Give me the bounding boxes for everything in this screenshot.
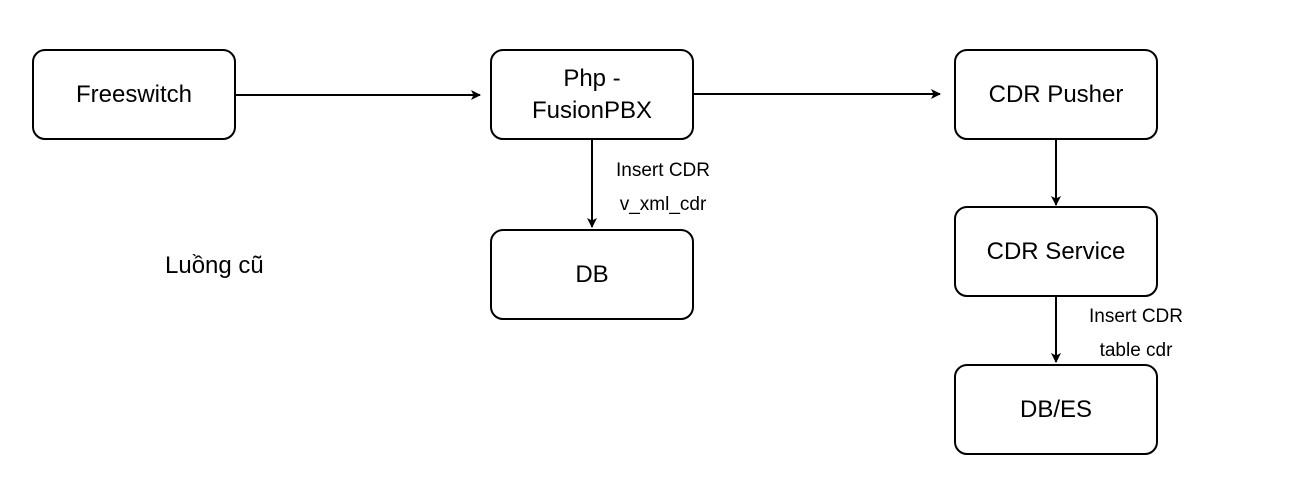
edge-label-service-to-db-es: Insert CDR table cdr	[1076, 300, 1196, 368]
node-php-fusionpbx-label: Php - FusionPBX	[532, 63, 652, 127]
node-freeswitch[interactable]: Freeswitch	[32, 49, 236, 140]
edge-label-php-to-db: Insert CDR v_xml_cdr	[603, 154, 723, 222]
node-db-es[interactable]: DB/ES	[954, 364, 1158, 455]
node-freeswitch-label: Freeswitch	[75, 80, 193, 108]
edge-label-php-to-db-line1: Insert CDR	[616, 160, 710, 181]
node-db[interactable]: DB	[490, 229, 694, 320]
node-php-fusionpbx-label-line2: FusionPBX	[531, 96, 653, 124]
edge-label-service-to-db-es-line2: table cdr	[1099, 340, 1173, 361]
node-php-fusionpbx-label-line1: Php -	[563, 64, 621, 92]
node-cdr-service[interactable]: CDR Service	[954, 206, 1158, 297]
node-db-label: DB	[575, 260, 609, 288]
node-db-es-label: DB/ES	[1019, 395, 1093, 423]
node-cdr-pusher[interactable]: CDR Pusher	[954, 49, 1158, 140]
node-cdr-service-label: CDR Service	[986, 237, 1126, 265]
edge-label-php-to-db-line2: v_xml_cdr	[619, 194, 707, 215]
legacy-flow-note: Luồng cũ	[165, 252, 264, 279]
node-php-fusionpbx[interactable]: Php - FusionPBX	[490, 49, 694, 140]
edge-label-service-to-db-es-line1: Insert CDR	[1089, 306, 1183, 327]
node-cdr-pusher-label: CDR Pusher	[988, 80, 1124, 108]
